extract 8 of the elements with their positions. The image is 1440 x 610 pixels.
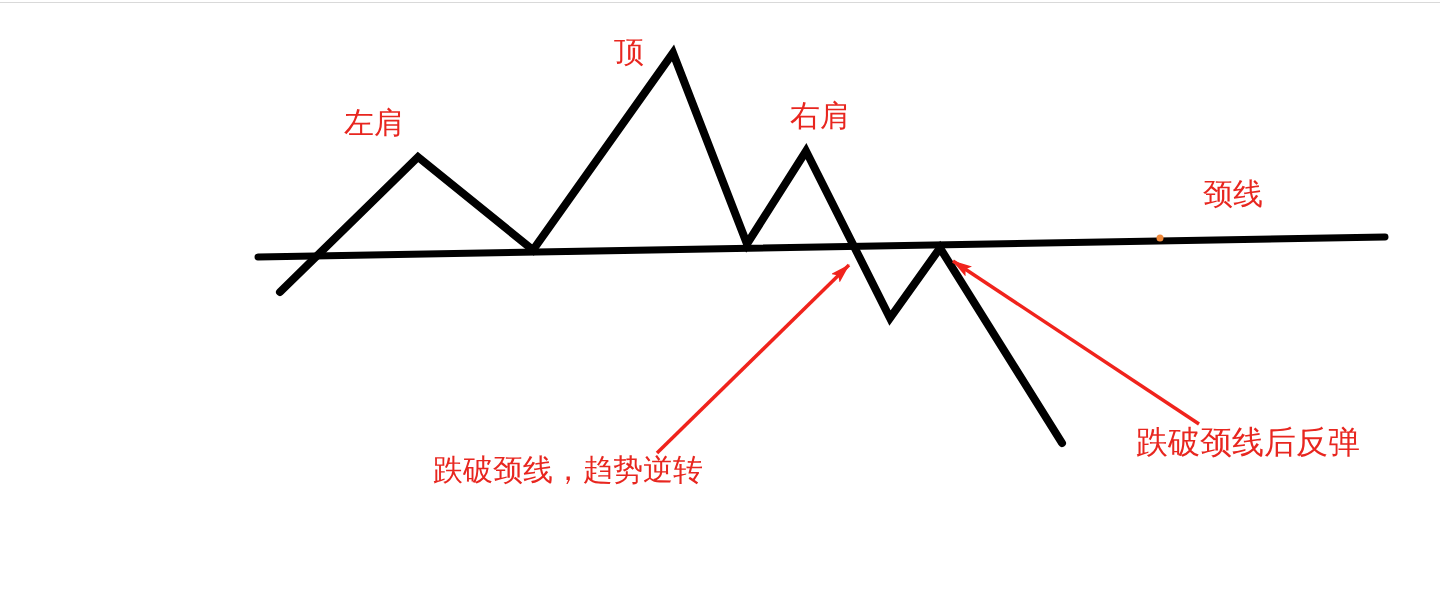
arrow bbox=[952, 259, 1200, 426]
pattern-label: 右肩 bbox=[790, 99, 850, 134]
arrow bbox=[655, 263, 851, 455]
annotation-text: 跌破颈线，趋势逆转 bbox=[433, 453, 703, 488]
pattern-label: 顶 bbox=[614, 35, 644, 70]
pattern-label: 左肩 bbox=[344, 106, 404, 141]
pattern-label: 颈线 bbox=[1203, 177, 1263, 212]
annotation-text: 跌破颈线后反弹 bbox=[1136, 424, 1360, 461]
